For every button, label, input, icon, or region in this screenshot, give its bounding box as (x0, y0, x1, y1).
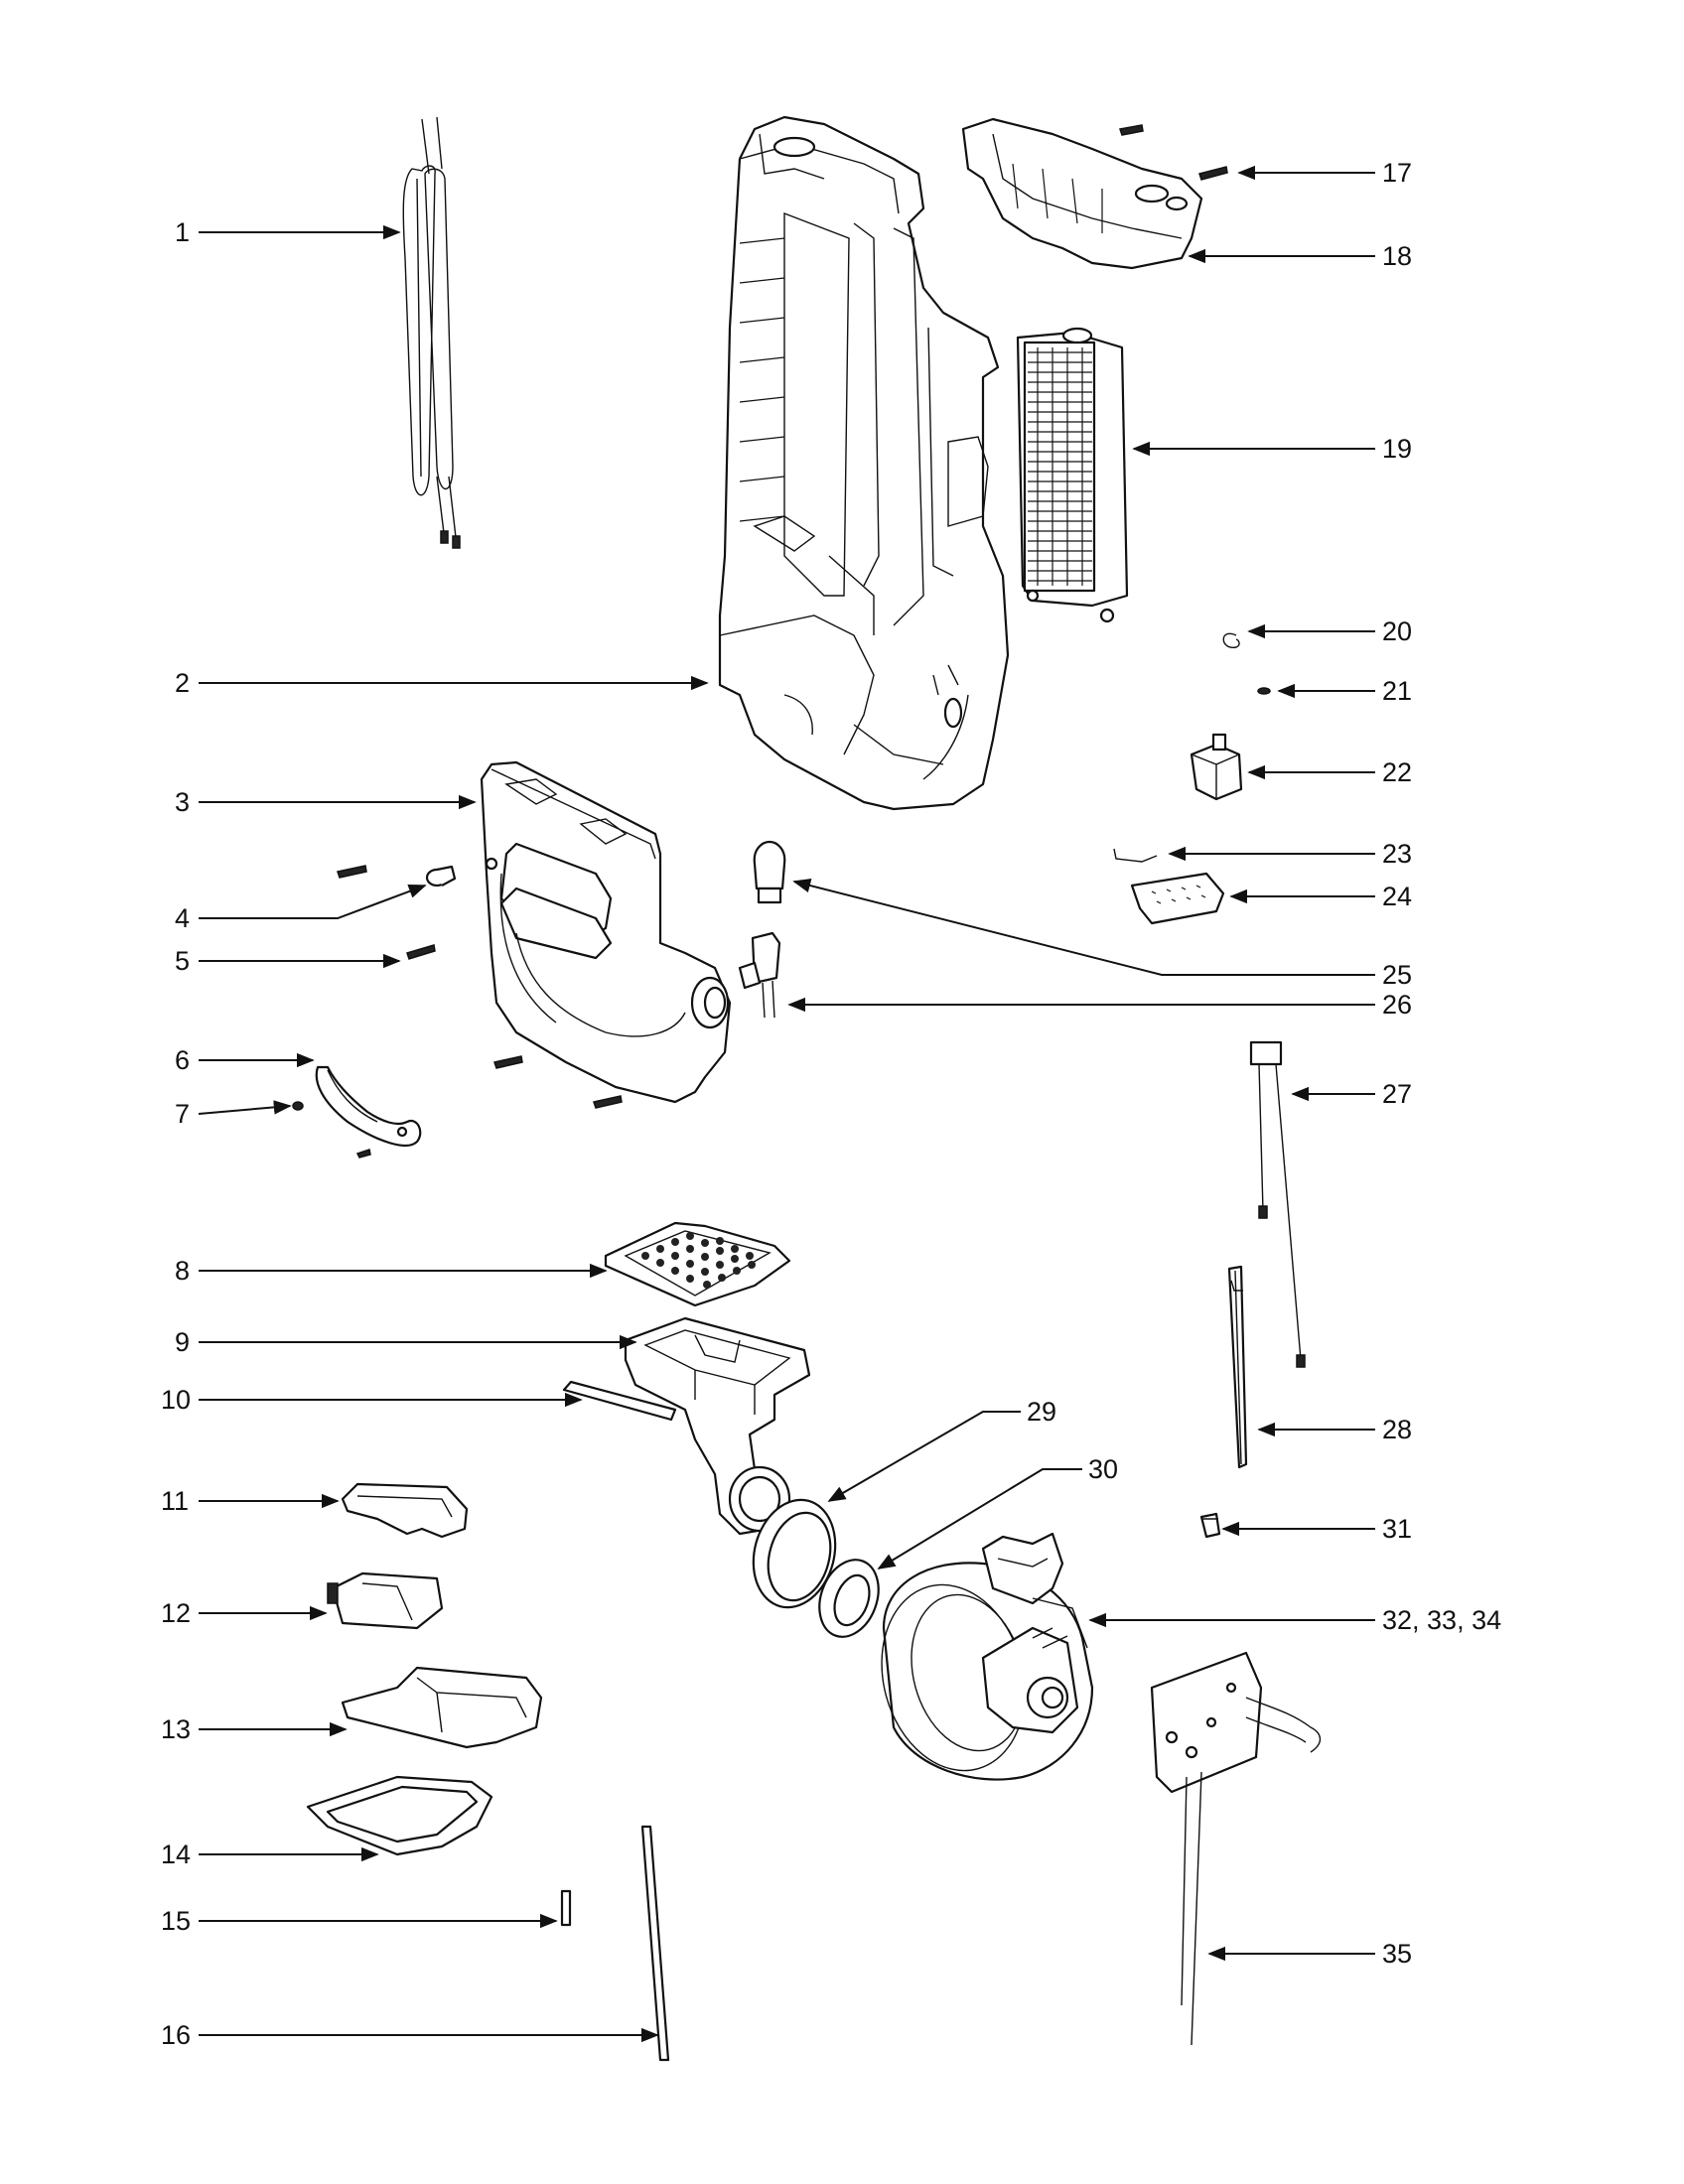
leader-lines (198, 165, 1375, 2043)
callout-8: 8 (175, 1256, 190, 1286)
part-8-grill (604, 1221, 791, 1307)
callout-15: 15 (161, 1906, 191, 1936)
part-27-wire (1249, 1040, 1306, 1368)
callout-18: 18 (1382, 241, 1412, 271)
part-4-cap (337, 865, 457, 887)
callout-30: 30 (1088, 1454, 1118, 1484)
part-3-side-panel (480, 760, 732, 1104)
part-28-tie (1227, 1265, 1248, 1469)
part-15-pin (560, 1889, 572, 1927)
part-24-switch-plate (1130, 872, 1225, 925)
callout-29: 29 (1027, 1397, 1056, 1427)
callout-6: 6 (175, 1045, 190, 1075)
part-1-cord (402, 116, 461, 549)
part-9-outlet-housing (624, 1316, 811, 1536)
part-23-spring (1113, 848, 1158, 863)
callout-13: 13 (161, 1714, 191, 1744)
part-22-switch (1190, 733, 1243, 801)
callout-25: 25 (1382, 960, 1412, 990)
callout-31: 31 (1382, 1514, 1412, 1544)
callout-35: 35 (1382, 1939, 1412, 1969)
part-2-upper-housing (718, 115, 1010, 811)
part-31-cap (1199, 1512, 1221, 1539)
part-6-bracket (315, 1065, 422, 1147)
callout-27: 27 (1382, 1079, 1412, 1109)
part-29-seal (752, 1498, 837, 1609)
callout-16: 16 (161, 2020, 191, 2050)
callout-2: 2 (175, 668, 190, 698)
callout-11: 11 (161, 1486, 189, 1516)
part-16-rod (640, 1825, 670, 2062)
callout-17: 17 (1382, 158, 1412, 188)
callout-14: 14 (161, 1840, 191, 1869)
part-14-gasket (306, 1775, 493, 1856)
part-18-bracket (961, 117, 1203, 270)
callout-20: 20 (1382, 616, 1412, 646)
part-19-filter (1016, 327, 1129, 623)
callout-10: 10 (161, 1385, 191, 1415)
part-26-socket (738, 931, 781, 1019)
callout-1: 1 (175, 217, 190, 247)
callout-21: 21 (1382, 676, 1412, 706)
part-10-rod (562, 1380, 677, 1422)
callout-23: 23 (1382, 839, 1412, 869)
callout-26: 26 (1382, 990, 1412, 1020)
part-11-tray (341, 1482, 469, 1539)
callout-3: 3 (175, 787, 190, 817)
callout-22: 22 (1382, 757, 1412, 787)
callout-12: 12 (161, 1598, 191, 1628)
part-35-board (1150, 1651, 1322, 2046)
callout-24: 24 (1382, 882, 1412, 911)
part-25-bulb (753, 840, 786, 904)
callout-labels: 1 2 3 4 5 6 7 8 9 10 11 12 13 14 15 16 1… (161, 158, 1501, 2050)
part-7-screw (292, 1101, 371, 1159)
callout-4: 4 (175, 903, 190, 933)
callout-5: 5 (175, 946, 190, 976)
part-12-foam (327, 1571, 444, 1630)
part-30-gasket (818, 1559, 880, 1638)
callout-28: 28 (1382, 1415, 1412, 1444)
callout-9: 9 (175, 1327, 190, 1357)
part-17-screw (1119, 124, 1228, 181)
callout-32-33-34: 32, 33, 34 (1382, 1605, 1501, 1635)
callout-7: 7 (175, 1099, 190, 1129)
part-5-screw (406, 944, 623, 1109)
part-13-cover (341, 1666, 543, 1749)
part-20-clip (1222, 632, 1240, 648)
part-32-34-motor (881, 1532, 1094, 1781)
part-21-washer (1257, 687, 1271, 695)
callout-19: 19 (1382, 434, 1412, 464)
